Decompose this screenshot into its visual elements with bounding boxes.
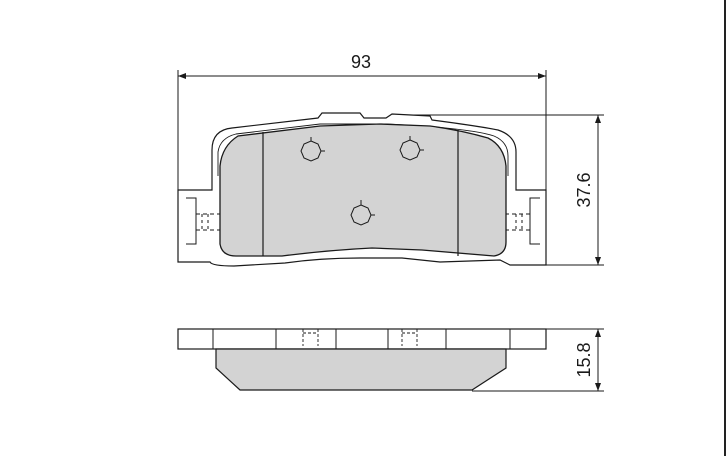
thickness-dimension-label: 15.8: [574, 342, 594, 377]
thickness-arrow-top: [595, 329, 601, 337]
right-mounting-tab: [502, 197, 540, 245]
height-dimension-label: 37.6: [574, 172, 594, 207]
width-dimension-label: 93: [351, 52, 371, 72]
width-dimension: [177, 70, 547, 190]
width-arrow-right: [538, 73, 546, 79]
height-dimension: [392, 114, 604, 266]
thickness-dimension: [472, 328, 604, 392]
rivet-top-left: [300, 137, 325, 162]
thickness-arrow-bottom: [595, 383, 601, 391]
width-arrow-left: [178, 73, 186, 79]
side-view-hidden-rivets: [302, 329, 418, 346]
rivet-bottom-center: [350, 200, 375, 226]
left-mounting-tab: [186, 197, 224, 245]
height-arrow-bottom: [595, 257, 601, 265]
side-view-backing-plate: [177, 328, 547, 350]
side-view-friction-pad: [215, 348, 507, 391]
height-arrow-top: [595, 115, 601, 123]
friction-pad: [219, 123, 507, 257]
right-frame-border: [724, 0, 726, 456]
side-view-plate-segments: [212, 329, 511, 349]
rivet-top-right: [399, 136, 424, 161]
